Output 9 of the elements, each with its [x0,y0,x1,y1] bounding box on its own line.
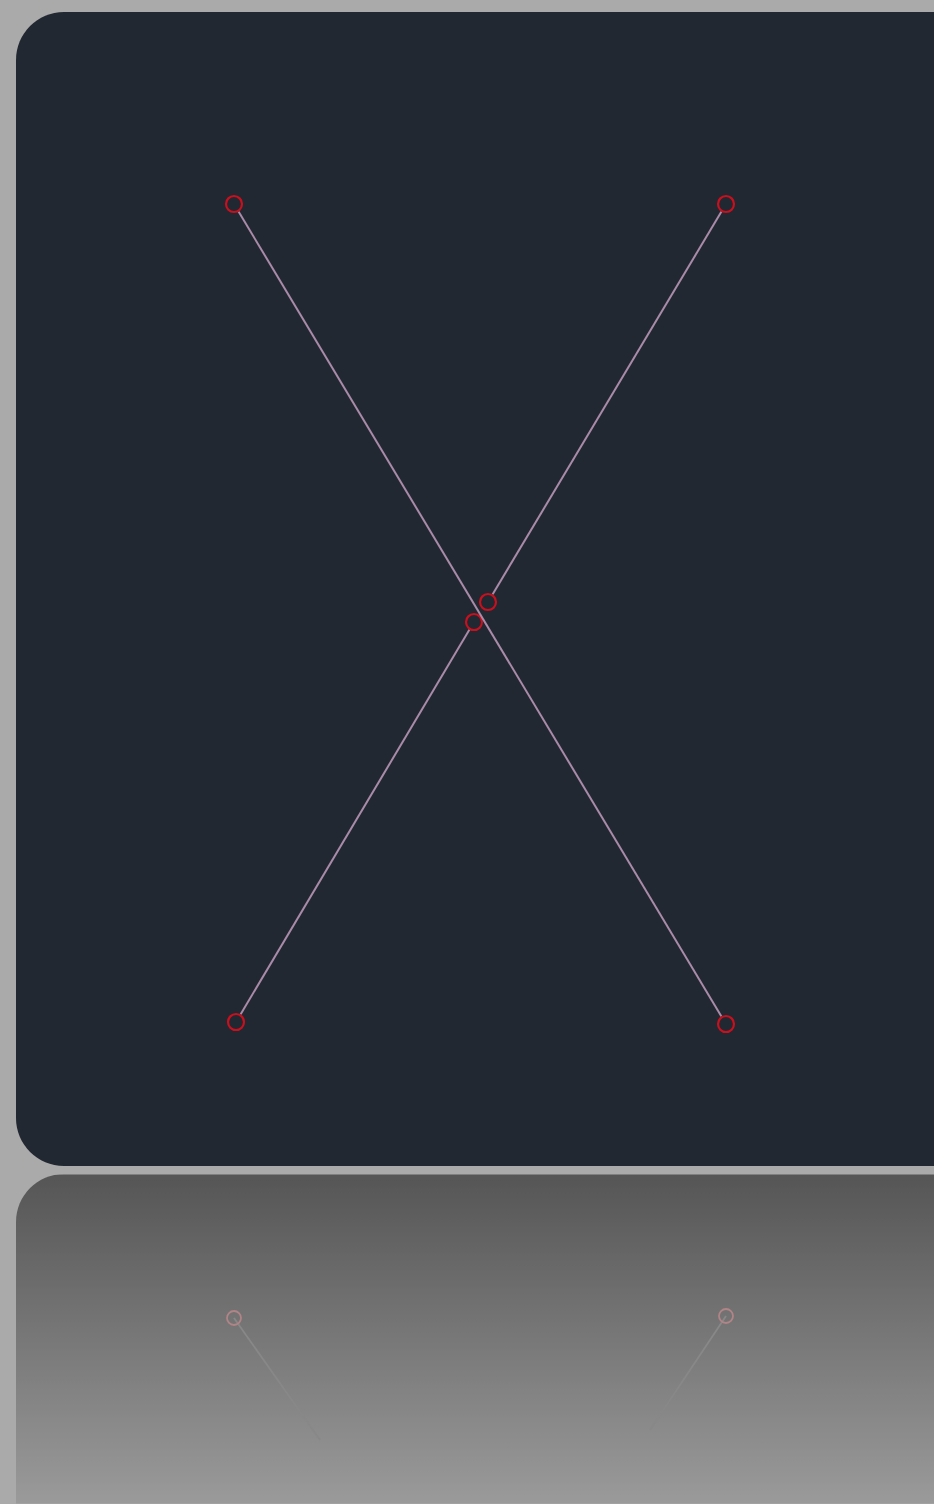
endpoint-marker [478,592,498,612]
line [237,210,723,1018]
line [491,210,723,596]
line [239,628,471,1016]
endpoint-marker [224,194,244,214]
endpoint-marker [716,194,736,214]
endpoint-marker [226,1012,246,1032]
endpoint-marker [464,612,484,632]
endpoint-marker [716,1014,736,1034]
